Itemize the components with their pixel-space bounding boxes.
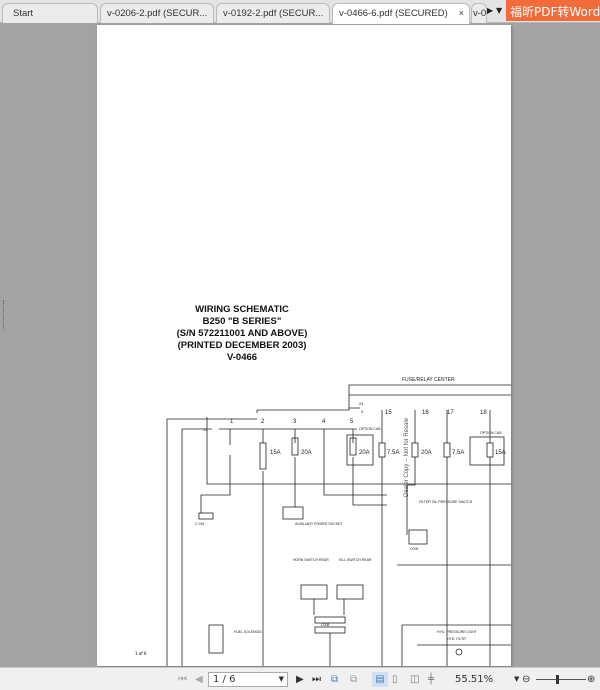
zoom-out-icon[interactable]: ⊖	[522, 674, 531, 685]
fuse-rating: 20A	[359, 450, 370, 456]
tab-start[interactable]: Start	[2, 3, 98, 23]
previous-page-icon[interactable]: ◀	[195, 674, 203, 685]
tab-label: v-0466-6.pdf (SECURED)	[339, 8, 448, 19]
option-cab-label: OPTION CAB	[480, 431, 502, 435]
zoom-slider[interactable]	[536, 675, 586, 684]
tab-v-0192[interactable]: v-0192-2.pdf (SECUR...	[216, 3, 330, 23]
title-line: (S/N 572211001 AND ABOVE)	[176, 328, 308, 339]
connector-label: C008	[321, 623, 329, 627]
last-page-icon[interactable]: ⏭	[312, 674, 321, 685]
tab-label: v-0	[473, 8, 487, 19]
page-number-value: 1 / 6	[213, 674, 236, 685]
fuse-rating: 15A	[495, 450, 506, 456]
circuit-number: 4	[322, 419, 326, 425]
tab-v-0466[interactable]: v-0466-6.pdf (SECURED) ×	[332, 3, 470, 24]
title-line: (PRINTED DECEMBER 2003)	[177, 340, 307, 351]
tab-label: Start	[13, 8, 34, 19]
title-line: WIRING SCHEMATIC	[195, 304, 289, 315]
circuit-number: 18	[480, 410, 487, 416]
kill-switch-label: KILL SWITCH REAR	[339, 558, 372, 562]
watermark: Dealer Copy -- Not for Resale	[404, 417, 410, 497]
document-title: WIRING SCHEMATIC B250 "B SERIES" (S/N 57…	[157, 304, 327, 364]
wire-label: 22	[203, 427, 208, 432]
single-page-view-icon[interactable]: ▤	[372, 672, 388, 687]
horn-switch-label: HORN SWITCH REAR	[293, 558, 329, 562]
connector-label: C 015	[195, 522, 204, 526]
first-page-icon[interactable]: ⏮	[178, 674, 187, 685]
hyd-filter-label: HYD. FILTR	[447, 637, 466, 641]
split-view-icon[interactable]: ╪	[428, 674, 435, 685]
scroll-tabs-right-icon[interactable]: ▶	[487, 6, 494, 15]
circuit-number: 16	[422, 410, 429, 416]
pdf-page: WIRING SCHEMATIC B250 "B SERIES" (S/N 57…	[97, 25, 511, 666]
fuse-rating: 7.5A	[387, 450, 399, 456]
promo-button[interactable]: 福昕PDF转Word	[506, 0, 600, 21]
filter-switch-label: FILTER OIL PRESSURE SWITCH	[419, 500, 473, 504]
chevron-down-icon[interactable]: ▼	[278, 675, 284, 683]
connector-label: C009	[410, 547, 418, 551]
tab-list-menu-icon[interactable]: ▼	[496, 6, 503, 15]
zoom-in-icon[interactable]: ⊕	[587, 674, 596, 685]
circuit-number: 17	[447, 410, 454, 416]
tab-v-0206[interactable]: v-0206-2.pdf (SECUR...	[100, 3, 214, 23]
fuse-rating: 7.5A	[452, 450, 464, 456]
previous-view-icon[interactable]: ⧉	[331, 674, 339, 685]
next-view-icon[interactable]: ⧉	[350, 674, 358, 685]
next-page-icon[interactable]: ▶	[296, 674, 304, 685]
tab-v-0[interactable]: v-0	[471, 3, 487, 23]
zoom-slider-handle[interactable]	[556, 675, 559, 684]
wire-label: 24	[359, 401, 364, 406]
option-cab-label: OPTION CAB	[359, 427, 381, 431]
page-note: 1 of 6	[135, 651, 147, 656]
wire-label: 9	[361, 409, 364, 414]
panel-splitter-handle[interactable]	[3, 300, 6, 330]
aux-socket-label: AUXILIARY POWER SOCKET	[295, 522, 344, 526]
fuel-solenoid-label: FUEL SOLENOID	[234, 630, 262, 634]
tab-label: v-0192-2.pdf (SECUR...	[223, 8, 324, 19]
circuit-number: 3	[293, 419, 297, 425]
zoom-level[interactable]: 55.51%	[455, 674, 494, 685]
wiring-schematic: FUSE/RELAY CENTER 24 9 22 1 2 3 4 5 15 1…	[166, 377, 511, 666]
bottom-toolbar: ⏮ ◀ 1 / 6 ▼ ▶ ⏭ ⧉ ⧉ ▤ ▯ ◫ ╪ 55.51% ▼ ⊖ ⊕	[0, 667, 600, 690]
close-tab-icon[interactable]: ×	[458, 8, 464, 18]
fuse-rating: 20A	[301, 450, 312, 456]
fuse-rating: 20A	[421, 450, 432, 456]
zoom-dropdown-icon[interactable]: ▼	[514, 675, 520, 683]
title-line: B250 "B SERIES"	[202, 316, 282, 327]
circuit-number: 5	[350, 419, 354, 425]
circuit-number: 2	[261, 419, 265, 425]
circuit-number: 1	[230, 419, 234, 425]
title-line: V-0466	[226, 352, 258, 363]
page-number-input[interactable]: 1 / 6 ▼	[208, 672, 288, 687]
hyd-light-label: HYD. PRESSURE LIGHT	[437, 630, 478, 634]
circuit-number: 15	[385, 410, 392, 416]
tab-bar: Start v-0206-2.pdf (SECUR... v-0192-2.pd…	[0, 0, 600, 24]
tab-label: v-0206-2.pdf (SECUR...	[107, 8, 208, 19]
continuous-view-icon[interactable]: ▯	[392, 674, 398, 685]
fuse-center-label: FUSE/RELAY CENTER	[402, 377, 455, 383]
facing-view-icon[interactable]: ◫	[410, 674, 420, 685]
fuse-rating: 15A	[270, 450, 281, 456]
